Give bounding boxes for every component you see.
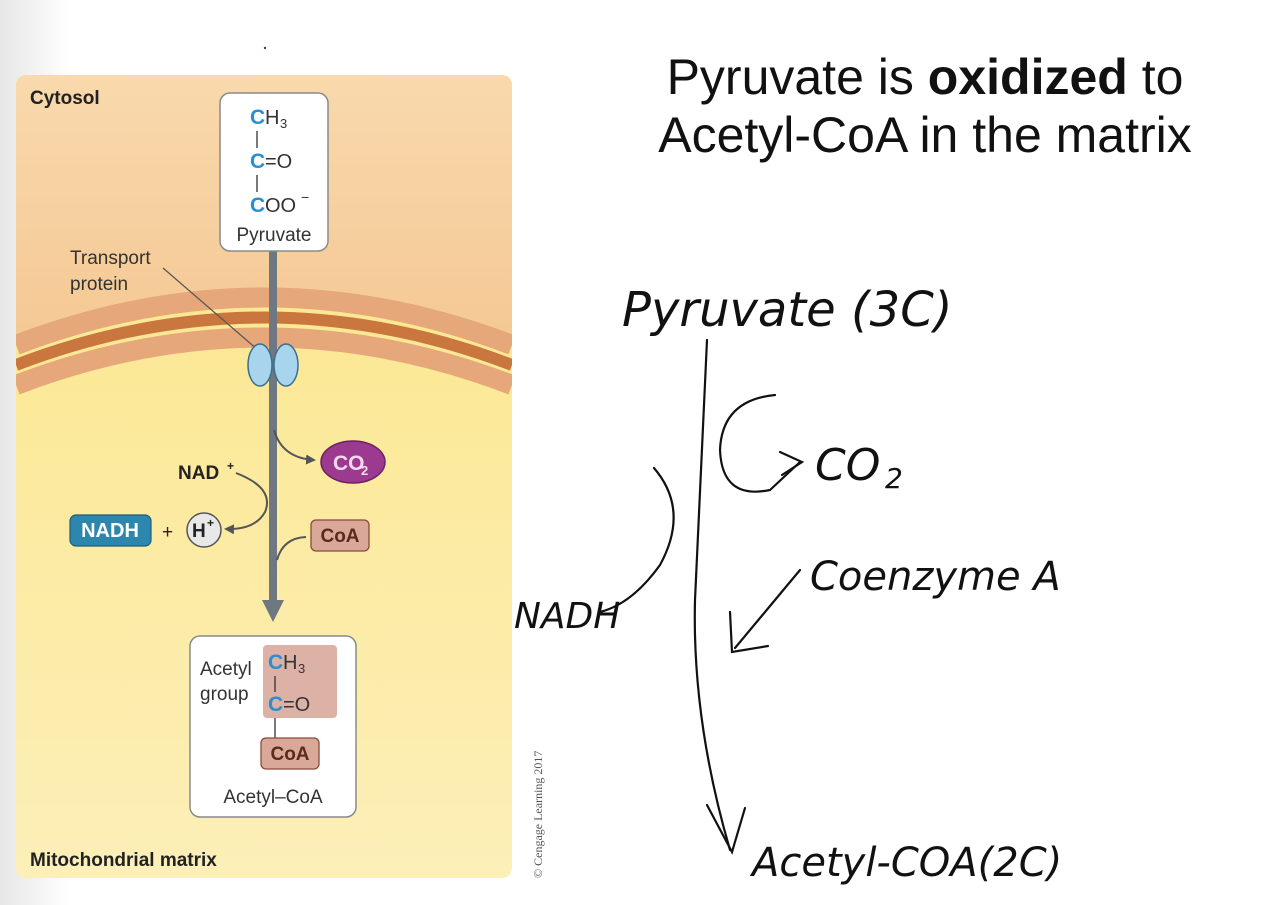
membrane-core: [16, 311, 512, 371]
title-line1-pre: Pyruvate is: [666, 49, 914, 105]
speck-dot: [263, 46, 267, 50]
pyruvate-c2: C: [250, 150, 265, 173]
pyruvate-h3-sub: 3: [280, 116, 287, 131]
hand-co2-curve: [718, 393, 802, 493]
hand-co2-text: CO: [815, 440, 880, 491]
pyruvate-charge: −: [301, 189, 309, 205]
pyruvate-carbonyl: =O: [265, 151, 292, 173]
outer-membrane: [16, 287, 512, 355]
pyruvate-c3: C: [250, 194, 265, 217]
title-line-1: Pyruvate is oxidized to: [600, 48, 1250, 106]
nad-reduction-arrow: [224, 472, 268, 535]
plus-sign: +: [162, 522, 173, 543]
pyruvate-box: C H 3 C =O C OO − Pyruvate: [219, 92, 329, 252]
acetyl-group-label-line2: group: [200, 684, 249, 705]
nadh-text: NADH: [81, 520, 139, 542]
hand-main-arrow: [693, 338, 732, 852]
acetyl-c1: C: [268, 651, 283, 674]
hand-co2-sub: 2: [885, 462, 903, 495]
hand-coenzyme-arrow: [733, 568, 802, 650]
acetyl-group-label-line1: Acetyl: [200, 659, 252, 680]
co2-sub: 2: [361, 463, 368, 478]
hand-nadh-curve: [598, 466, 675, 614]
h-sup: +: [207, 516, 214, 530]
nad-sup: +: [227, 459, 234, 473]
pyruvate-carboxylate: OO: [265, 195, 296, 217]
acetyl-coa-box: Acetyl group C H 3 C =O CoA Acetyl–CoA: [189, 635, 357, 818]
nadh-box: NADH: [69, 514, 152, 547]
region-cytosol-label: Cytosol: [30, 88, 100, 109]
h-text: H: [192, 521, 206, 542]
acetyl-carbonyl: =O: [283, 694, 310, 716]
title-line1-bold: oxidized: [927, 49, 1128, 105]
pyruvate-c1: C: [250, 106, 265, 129]
nad-label: NAD: [178, 463, 219, 484]
pyruvate-name: Pyruvate: [237, 225, 312, 246]
copyright-credit: © Cengage Learning 2017: [531, 750, 545, 878]
hand-pyruvate-text: Pyruvate (3C): [622, 282, 952, 338]
coa-box: CoA: [310, 519, 370, 552]
h-ion-circle: H +: [186, 512, 222, 548]
coa-input-arrow: [276, 536, 307, 561]
hand-coenzyme-arrowhead: [728, 610, 770, 654]
transport-protein-icon: [247, 343, 299, 387]
main-arrow-head: [262, 600, 284, 622]
hand-main-arrowhead: [705, 803, 747, 855]
transport-pointer-line: [162, 267, 259, 351]
slide-title: Pyruvate is oxidized to Acetyl-CoA in th…: [600, 48, 1250, 164]
pyruvate-h: H: [265, 107, 279, 129]
acetyl-coa-name: Acetyl–CoA: [223, 787, 323, 808]
co2-oval: CO 2: [320, 440, 386, 484]
acetyl-coa-coa-box: CoA: [270, 744, 309, 765]
title-line1-post: to: [1141, 49, 1184, 105]
co2-text: CO: [333, 452, 365, 475]
hand-coenzyme-text: Coenzyme A: [810, 554, 1061, 600]
acetyl-h3-sub: 3: [298, 661, 305, 676]
acetyl-c2: C: [268, 693, 283, 716]
hand-co2-arrowhead: [778, 450, 805, 477]
co2-release-arrow: [273, 429, 316, 465]
hand-acetyl-text: Acetyl-COA(2C): [749, 840, 1062, 886]
title-line-2: Acetyl-CoA in the matrix: [658, 107, 1192, 163]
transport-label-line1: Transport: [70, 248, 151, 269]
region-matrix-label: Mitochondrial matrix: [30, 850, 217, 871]
hand-nadh-text: NADH: [514, 596, 620, 637]
acetyl-h: H: [283, 652, 297, 674]
inner-membrane: [16, 327, 512, 395]
transport-label-line2: protein: [70, 274, 128, 295]
coa-text: CoA: [320, 526, 359, 547]
handwritten-notes: [598, 338, 805, 855]
